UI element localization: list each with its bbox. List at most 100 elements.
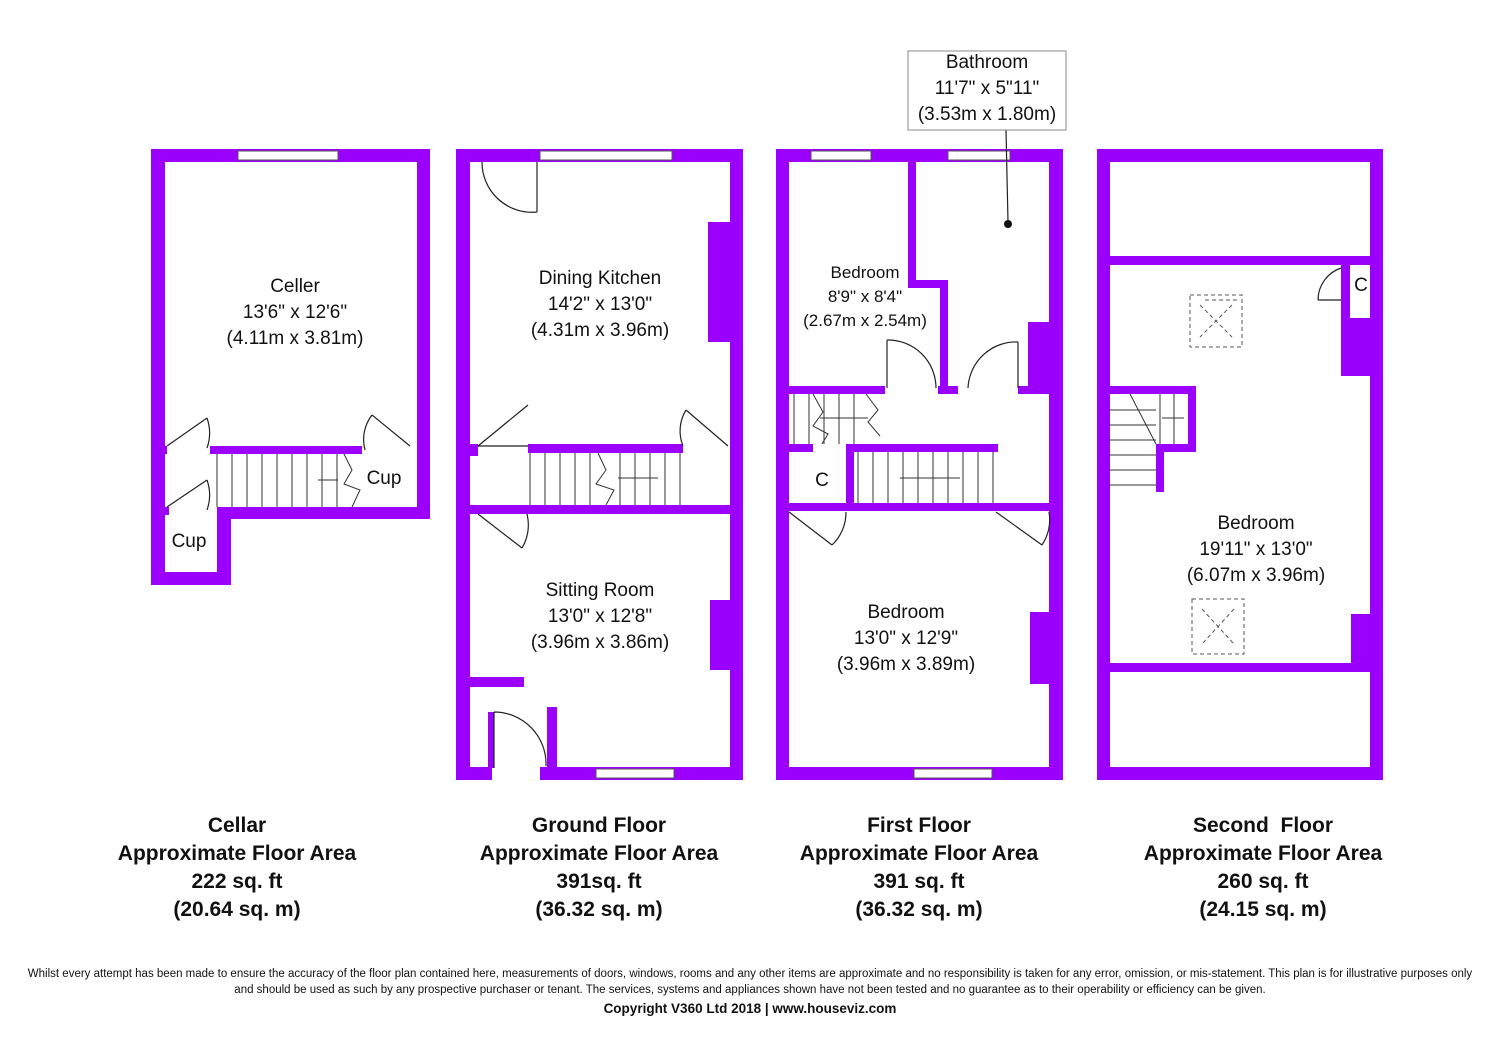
first-bedroom-main-name: Bedroom	[867, 602, 944, 623]
first-door-bathroom	[967, 341, 1019, 389]
cellar-cup-right	[217, 507, 231, 585]
first-bedroom-small-name: Bedroom	[831, 263, 900, 282]
cellar-cup-right-label: Cup	[367, 468, 402, 489]
ground-wall-bottom-left	[456, 767, 492, 780]
cellar-window	[237, 150, 339, 161]
first-partition-b	[908, 280, 948, 288]
first-wall-right	[1049, 149, 1063, 780]
first-partition-a	[908, 162, 916, 286]
ground-porch-wall-right	[547, 707, 557, 769]
ground-area-summary: Ground Floor Approximate Floor Area 391s…	[449, 812, 749, 924]
second-stair-wall-top	[1110, 386, 1192, 394]
first-door-bedroom-small	[886, 339, 937, 389]
first-bathroom-pointer-dot	[1004, 220, 1012, 228]
first-summary-title: First Floor	[867, 814, 971, 837]
first-floor-plan: Bathroom 11'7" x 5"11" (3.53m x 1.80m) B…	[776, 50, 1067, 780]
second-summary-area-metric: (24.15 sq. m)	[1199, 898, 1327, 921]
ground-summary-area-imperial: 391sq. ft	[556, 870, 642, 893]
floor-plan-drawing: Celler 13'6" x 12'6" (4.11m x 3.81m) Cup…	[151, 50, 1383, 780]
ground-door-kitchen-right	[679, 409, 729, 447]
cellar-wall-bottom	[217, 507, 430, 519]
first-bathroom-pointer	[1005, 129, 1009, 223]
first-bathroom-imperial: 11'7" x 5"11"	[935, 78, 1040, 99]
second-cupboard-wall	[1341, 265, 1350, 320]
first-bedroom-small-metric: (2.67m x 2.54m)	[803, 311, 927, 330]
first-cupboard-label: C	[815, 470, 829, 491]
ground-mid-wall-a	[470, 444, 478, 456]
cellar-cup-left-label: Cup	[172, 531, 207, 552]
second-stairs	[1110, 393, 1184, 486]
first-chimney-top	[1028, 322, 1049, 388]
first-door-bedroom-main	[995, 511, 1051, 546]
second-chimney-bottom	[1351, 614, 1370, 664]
ground-kitchen-metric: (4.31m x 3.96m)	[531, 320, 669, 341]
second-eaves-wall-top	[1110, 256, 1370, 265]
first-landing-wall	[850, 444, 998, 452]
cellar-plan: Celler 13'6" x 12'6" (4.11m x 3.81m) Cup…	[151, 149, 430, 585]
ground-porch-wall-left	[470, 677, 524, 687]
second-summary-area-imperial: 260 sq. ft	[1217, 870, 1309, 893]
second-bedroom-metric: (6.07m x 3.96m)	[1187, 565, 1325, 586]
first-bedroom-small-imperial: 8'9" x 8'4"	[828, 287, 902, 306]
first-cupboard-wall	[846, 444, 854, 504]
first-partition-e	[938, 386, 958, 394]
first-wall-left	[776, 149, 789, 780]
ground-sitting-name: Sitting Room	[546, 580, 655, 601]
second-floor-plan: C Bedroom 19'11" x 13'0" (6.07m x 3.96m)	[1097, 149, 1383, 780]
ground-summary-title: Ground Floor	[531, 814, 667, 837]
first-window-top-left	[810, 150, 872, 161]
cellar-door-2	[166, 479, 211, 511]
copyright-text: Copyright V360 Ltd 2018 | www.houseviz.c…	[603, 1001, 897, 1016]
ground-summary-subtitle: Approximate Floor Area	[479, 842, 719, 865]
first-window-top-right	[947, 150, 1011, 161]
ground-door-sitting	[477, 513, 529, 549]
cellar-summary-area-imperial: 222 sq. ft	[191, 870, 283, 893]
second-eaves-wall-bottom	[1110, 663, 1370, 672]
cellar-wall-left	[151, 149, 165, 585]
second-stair-wall-right	[1188, 386, 1196, 448]
first-summary-area-metric: (36.32 sq. m)	[855, 898, 983, 921]
second-door-cupboard	[1317, 267, 1342, 301]
cellar-door-3	[363, 414, 411, 451]
first-partition-c	[940, 280, 948, 390]
cellar-summary-area-metric: (20.64 sq. m)	[173, 898, 301, 921]
ground-porch-jamb	[488, 712, 494, 768]
second-bedroom-imperial: 19'11" x 13'0"	[1199, 539, 1312, 560]
first-door-cupboard	[788, 511, 847, 546]
second-stair-wall-bottom	[1160, 444, 1196, 452]
first-bedroom-main-imperial: 13'0" x 12'9"	[854, 628, 958, 649]
ground-sitting-imperial: 13'0" x 12'8"	[548, 606, 652, 627]
ground-mid-wall-b	[528, 444, 683, 453]
second-chimney-top	[1341, 318, 1370, 376]
first-bedroom-main-metric: (3.96m x 3.89m)	[837, 654, 975, 675]
second-bedroom-name: Bedroom	[1217, 513, 1294, 534]
first-area-summary: First Floor Approximate Floor Area 391 s…	[769, 812, 1069, 924]
ground-wall-right	[730, 149, 743, 780]
second-summary-title: Second Floor	[1192, 814, 1333, 837]
ground-mid-wall-c	[470, 505, 743, 514]
cellar-room-metric: (4.11m x 3.81m)	[227, 328, 364, 349]
ground-door-stair-top	[477, 404, 529, 447]
ground-summary-area-metric: (36.32 sq. m)	[535, 898, 663, 921]
disclaimer-text: Whilst every attempt has been made to en…	[27, 968, 1473, 996]
cellar-stair-wall-left	[151, 446, 167, 454]
second-skylight-top	[1189, 294, 1243, 348]
cellar-stairs	[216, 453, 361, 508]
first-summary-subtitle: Approximate Floor Area	[799, 842, 1039, 865]
second-summary-subtitle: Approximate Floor Area	[1143, 842, 1383, 865]
first-window-bottom	[913, 768, 993, 779]
cellar-door-1	[166, 417, 211, 449]
ground-window-bottom	[595, 768, 675, 779]
first-landing-wall-left	[789, 444, 813, 452]
cellar-stair-wall	[210, 446, 362, 454]
second-cupboard-label: C	[1354, 275, 1368, 296]
cellar-cup-top	[151, 507, 169, 515]
cellar-room-imperial: 13'6" x 12'6"	[243, 302, 347, 323]
cellar-area-summary: Cellar Approximate Floor Area 222 sq. ft…	[87, 812, 387, 924]
ground-kitchen-imperial: 14'2" x 13'0"	[548, 294, 652, 315]
cellar-summary-subtitle: Approximate Floor Area	[117, 842, 357, 865]
second-wall-top	[1097, 149, 1383, 162]
first-bathroom-callout	[907, 50, 1067, 131]
first-chimney-bottom	[1030, 612, 1049, 684]
second-wall-right	[1370, 149, 1383, 780]
